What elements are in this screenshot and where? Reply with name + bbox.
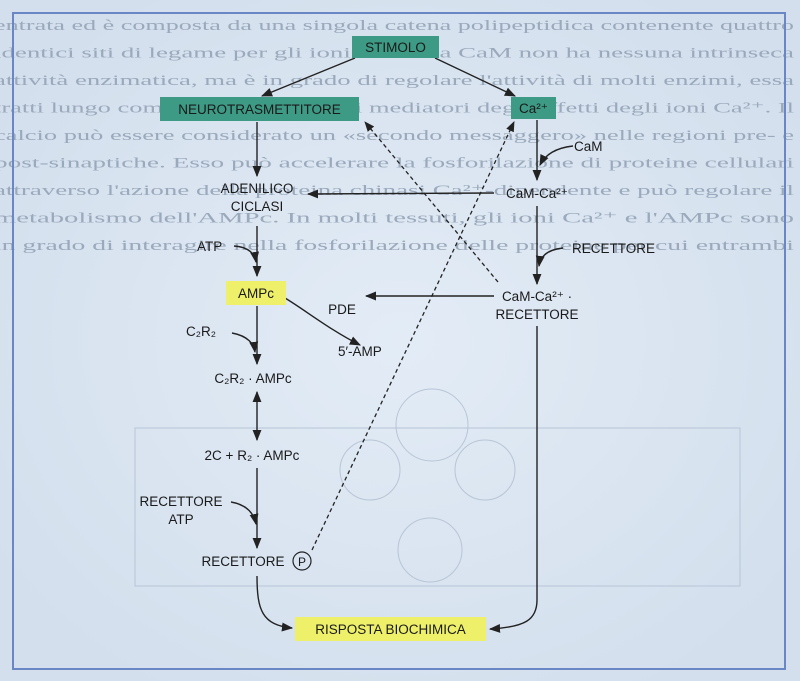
edge-recettoreatp-join xyxy=(230,501,259,526)
background-text: entrata ed è composta da una singola cat… xyxy=(0,18,795,254)
five-amp-label: 5′-AMP xyxy=(338,344,382,359)
risposta-box xyxy=(295,617,486,641)
phosphate-circle xyxy=(292,551,312,571)
background-text-line: calcio può essere considerato un «second… xyxy=(0,128,795,144)
recettore-atp-label-1: RECETTORE xyxy=(139,494,222,509)
background-text-line: post-sinaptiche. Esso può accelerare la … xyxy=(0,156,794,172)
background-figure xyxy=(134,388,741,587)
edge-camca-adenilico xyxy=(306,189,495,199)
pde-label: PDE xyxy=(328,302,356,317)
nodes: STIMOLO NEUROTRASMETTITORE Ca²⁺ CaM CaM-… xyxy=(139,36,655,641)
edge-stimolo-ca xyxy=(434,57,517,97)
ciclasi-label: CICLASI xyxy=(231,199,284,214)
cam-label: CaM xyxy=(574,139,603,154)
edge-recettorep-risposta xyxy=(256,575,294,632)
edge-cam-join xyxy=(539,145,574,167)
stimolo-label: STIMOLO xyxy=(365,40,426,55)
diagram-frame xyxy=(12,12,786,670)
stimolo-box xyxy=(352,36,439,58)
c2r2-label: C₂R₂ xyxy=(186,324,216,339)
edge-recettore-join xyxy=(535,247,564,268)
edge-atp-join xyxy=(233,245,260,264)
risposta-label: RISPOSTA BIOCHIMICA xyxy=(315,622,466,637)
edge-stimolo-neuro xyxy=(260,57,356,97)
recettore-p-label: RECETTORE xyxy=(201,554,284,569)
background-text-line: attraverso l'azione della proteina china… xyxy=(0,183,794,199)
background-text-line: in grado di interagire nella fosforilazi… xyxy=(0,238,794,254)
edge-ampc-5amp xyxy=(284,297,362,346)
background-text-line: tratti lungo come uno dei maggiori media… xyxy=(0,101,794,117)
edge-camcarec-risposta xyxy=(488,326,538,633)
background-text-line: metabolismo dell'AMPc. In molti tessuti,… xyxy=(0,211,794,227)
edges xyxy=(230,57,574,633)
background-text-line: entrata ed è composta da una singola cat… xyxy=(0,18,794,34)
two-c-r2-ampc-label: 2C + R₂ · AMPc xyxy=(205,448,300,463)
cam-ca-label: CaM-Ca²⁺ xyxy=(506,186,568,201)
edge-dashed-recp-ca xyxy=(311,121,515,551)
adenilico-label: ADENILICO xyxy=(221,181,294,196)
ampc-label: AMPc xyxy=(238,286,274,301)
atp-label: ATP xyxy=(197,239,222,254)
cam-ca-recettore-label-1: CaM-Ca²⁺ · xyxy=(502,289,572,304)
neurotrasmettitore-label: NEUROTRASMETTITORE xyxy=(178,102,341,117)
recettore-atp-label-2: ATP xyxy=(168,512,193,527)
c2r2-ampc-label: C₂R₂ · AMPc xyxy=(214,371,291,386)
cam-ca-recettore-label-2: RECETTORE xyxy=(495,307,578,322)
edge-c2r2-join xyxy=(231,332,259,354)
calcium-box xyxy=(511,97,556,119)
ampc-box xyxy=(226,281,286,305)
background-text-line: attività enzimatica, ma è in grado di re… xyxy=(0,73,795,89)
neurotrasmettitore-box xyxy=(160,97,359,121)
phosphate-label: P xyxy=(298,555,306,569)
recettore-right-label: RECETTORE xyxy=(572,241,655,256)
calcium-label: Ca²⁺ xyxy=(519,101,548,116)
